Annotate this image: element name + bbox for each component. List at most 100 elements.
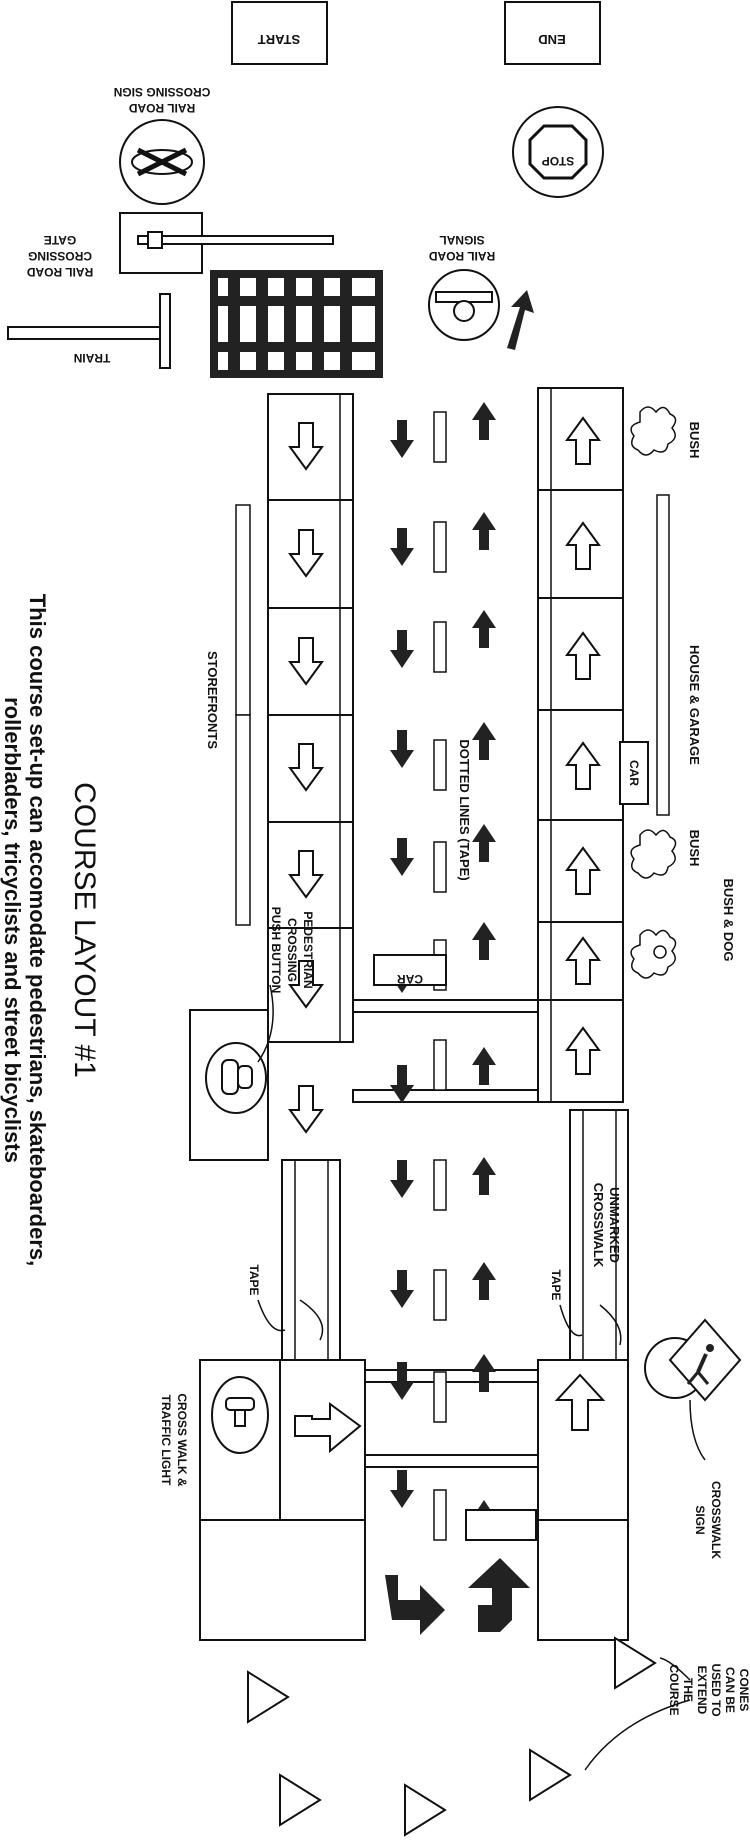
traffic-arrow-down-icon [390, 1470, 414, 1508]
train-icon [7, 293, 171, 369]
traffic-light-icon [211, 1376, 269, 1454]
traffic-arrow-down-icon [390, 838, 414, 876]
start-label: START [258, 32, 300, 47]
crosswalk-sign-icon [644, 1318, 742, 1402]
tape-right-arrow [559, 1304, 622, 1346]
lane-dash [433, 521, 447, 573]
cones-label-6: COURSE [667, 1664, 681, 1715]
cones [247, 1636, 657, 1837]
cone-icon [279, 1773, 322, 1827]
lane-arrow-up-icon [565, 631, 601, 680]
lane-dash [433, 1489, 447, 1541]
crosswalk-sign-label-2: SIGN [693, 1505, 707, 1534]
traffic-arrow-down-icon [390, 730, 414, 768]
start-box [231, 1, 328, 65]
lane-arrow-down-icon [288, 1085, 324, 1134]
cones-label-2: CAN BE [723, 1667, 737, 1713]
cone-icon [404, 1783, 447, 1837]
cones-label-1: CONES [737, 1669, 750, 1712]
lane-arrow-down-icon [288, 743, 324, 792]
lane-arrow-up-icon [565, 416, 601, 465]
dotted-lines-label: DOTTED LINES (TAPE) [457, 739, 472, 880]
ped-label-2: CROSSING [285, 918, 299, 982]
cones-pointer [584, 1657, 691, 1771]
traffic-arrow-down-icon [390, 1160, 414, 1198]
lane-arrow-down-icon [288, 850, 324, 899]
bush-dog-icon [630, 929, 677, 979]
bush-icon-top [630, 406, 677, 456]
car-lower [465, 1509, 537, 1541]
turn-arrow-icon-left [294, 1402, 362, 1454]
stop-sign-label: STOP [542, 154, 574, 168]
car-mid-label: CAR [397, 972, 423, 986]
lane-arrow-down-icon [288, 637, 324, 686]
bush-icon-mid [630, 829, 677, 879]
unmarked-label-2: CROSSWALK [591, 1183, 606, 1268]
traffic-arrow-up-icon [472, 1157, 496, 1195]
lane-arrow-up-icon [565, 741, 601, 790]
house-label: HOUSE & GARAGE [687, 645, 702, 765]
signal-label-1: RAIL ROAD [428, 249, 495, 263]
traffic-arrow-up-icon [472, 1047, 496, 1085]
bush-top-label: BUSH [687, 422, 702, 459]
pointer-line [257, 984, 274, 1063]
unmarked-crosswalk-strip [569, 1109, 629, 1361]
intersection-one [352, 999, 539, 1103]
cones-label-5: THE [681, 1678, 695, 1702]
tape-left-arrow [257, 1299, 324, 1341]
lane-arrow-down-icon [288, 529, 324, 578]
lane-arrow-up-icon [565, 936, 601, 985]
lane-arrow-down-icon [288, 422, 324, 471]
house-garage-strip [656, 494, 670, 816]
railroad-signal-icon [428, 269, 500, 341]
lane-dash [433, 739, 447, 791]
traffic-arrow-up-icon [472, 1262, 496, 1300]
end-label: END [538, 32, 565, 47]
bottom-turn-arrow-left-icon [385, 1575, 445, 1635]
railroad-crossing-gate-icon [119, 212, 334, 274]
lane-dash [433, 411, 447, 463]
cones-label-4: EXTEND [695, 1666, 709, 1715]
gate-label-3: GATE [44, 233, 76, 247]
traffic-arrow-down-icon [390, 630, 414, 668]
railroad-tracks [210, 270, 383, 378]
traffic-arrow-up-icon [472, 922, 496, 960]
traffic-arrow-down-icon [390, 1065, 414, 1103]
traffic-arrow-down-icon [390, 420, 414, 458]
crosswalk-sign-pointer [689, 1399, 706, 1461]
signal-label-2: SIGNAL [439, 233, 484, 247]
end-box [504, 1, 601, 65]
black-arrow-icon [507, 290, 534, 350]
ped-label-3: PUSH BUTTON [269, 907, 283, 993]
caption-line-1: This course set-up can accomodate pedest… [25, 594, 50, 1266]
traffic-arrow-up-icon [472, 824, 496, 862]
crosswalk-sign-label-1: CROSSWALK [709, 1481, 723, 1559]
left-crosswalk-strip [281, 1159, 341, 1361]
lane-dash [433, 621, 447, 673]
cone-icon [247, 1670, 290, 1724]
lane-arrow-up-icon [565, 1026, 601, 1075]
left-sidewalk [267, 393, 354, 1043]
lane-dash [433, 1269, 447, 1321]
unmarked-label-1: UNMARKED [607, 1187, 622, 1263]
gate-label-2: CROSSING [28, 249, 92, 263]
gate-label-1: RAIL ROAD [26, 265, 93, 279]
caption-line-2: rollerbladers, tricyclists and street bi… [0, 697, 25, 1163]
traffic-arrow-down-icon [390, 1270, 414, 1308]
intersection-two [199, 1359, 629, 1641]
traffic-arrow-down-icon [390, 528, 414, 566]
car-top: CAR [619, 741, 649, 805]
traffic-arrow-down-icon [390, 1362, 414, 1400]
cone-icon [614, 1636, 657, 1690]
crosswalk-light-label-2: TRAFFIC LIGHT [159, 1395, 173, 1486]
traffic-arrow-up-icon [472, 402, 496, 440]
rr-sign-label-2: CROSSING SIGN [114, 85, 211, 99]
stop-sign-icon: STOP [512, 106, 604, 198]
bush-mid-label: BUSH [687, 830, 702, 867]
crosswalk-light-label-1: CROSS WALK & [175, 1393, 189, 1487]
right-sidewalk-dividers [538, 387, 623, 1103]
lane-dash [433, 1371, 447, 1423]
bush-dog-label: BUSH & DOG [721, 878, 736, 961]
